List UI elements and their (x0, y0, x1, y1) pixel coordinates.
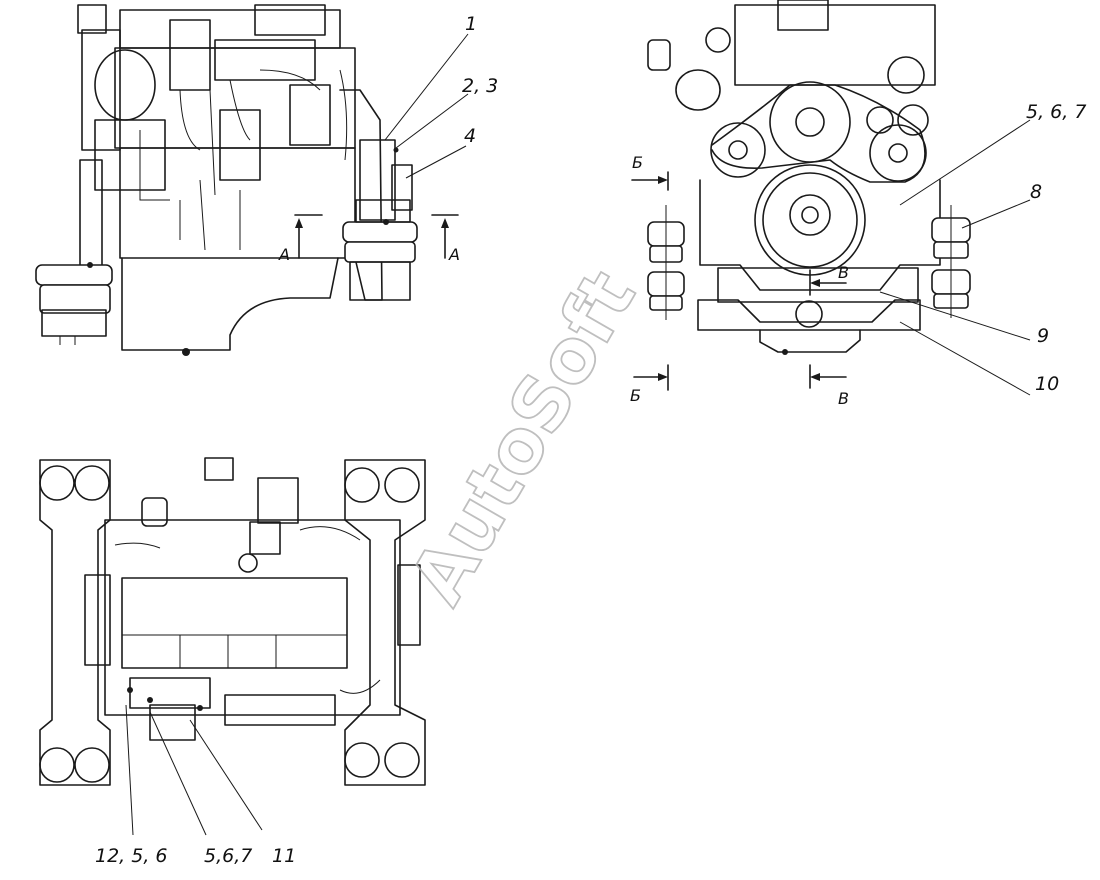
section-marks: А А Б Б В В (278, 153, 849, 408)
leader-12-5-6 (125, 704, 134, 836)
callout-labels: 1 2, 3 4 5, 6, 7 8 9 10 11 12, 5, 6 5,6,… (95, 13, 1086, 867)
callout-11: 11 (272, 845, 296, 867)
autosoft-watermark: AutoSoft (394, 257, 652, 619)
leader-1 (384, 33, 469, 141)
engine-top-view (39, 457, 426, 786)
leader-11 (189, 719, 263, 831)
section-mark-v-lower: В (838, 389, 849, 408)
section-mark-a-left: А (278, 245, 290, 264)
leader-2-3 (395, 93, 469, 149)
callout-5-6-7-top: 5, 6, 7 (1026, 101, 1086, 123)
leader-9 (879, 291, 1031, 341)
leader-5-6-7-bottom (149, 711, 207, 836)
leader-lines (125, 33, 1031, 836)
leader-10 (899, 321, 1031, 396)
leader-4 (405, 145, 467, 179)
engine-side-view (35, 4, 459, 356)
section-mark-b-upper: Б (632, 153, 643, 172)
section-mark-a-right: А (448, 245, 460, 264)
section-mark-b-lower: Б (630, 386, 641, 405)
callout-1: 1 (465, 13, 477, 35)
callout-4: 4 (464, 125, 476, 147)
section-mark-v-upper: В (838, 263, 849, 282)
callout-9: 9 (1037, 325, 1049, 347)
callout-2-3: 2, 3 (462, 75, 498, 97)
leader-8 (961, 199, 1031, 229)
callout-12-5-6: 12, 5, 6 (95, 845, 168, 867)
callout-10: 10 (1035, 373, 1059, 395)
leader-5-6-7-top (899, 119, 1031, 206)
callout-8: 8 (1030, 181, 1042, 203)
callout-5-6-7-bottom: 5,6,7 (204, 845, 252, 867)
engine-front-view (631, 0, 971, 391)
